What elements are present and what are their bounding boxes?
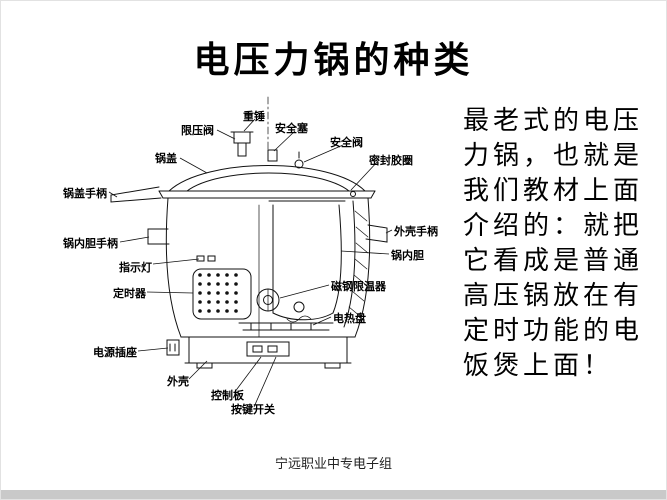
inner-pot-label: 锅内胆 [391, 250, 424, 262]
lid-label: 锅盖 [155, 153, 177, 165]
shell-handle-label: 外壳手柄 [394, 226, 438, 238]
lid-handle-label: 锅盖手柄 [63, 188, 107, 200]
magnetic-thermostat-label: 磁钢限温器 [331, 281, 386, 293]
control-board-label: 控制板 [211, 390, 244, 402]
inner-pot-handle-label: 锅内胆手柄 [63, 238, 118, 250]
heating-plate-label: 电热盘 [333, 313, 366, 325]
indicator-light-label: 指示灯 [119, 262, 152, 274]
safety-plug-label: 安全塞 [275, 123, 308, 135]
weight-hammer-label: 重锤 [243, 111, 265, 123]
safety-valve-label: 安全阀 [330, 137, 363, 149]
description-text: 最老式的电压 力锅，也就是 我们教材上面 介绍的：就把 它看成是普通 高压锅放在… [463, 106, 644, 381]
slide-footer: 宁远职业中专电子组 [274, 456, 392, 471]
sealing-ring-label: 密封胶圈 [369, 155, 413, 167]
slide-bottom-edge [1, 490, 666, 499]
slide-title: 电压力锅的种类 [193, 39, 474, 80]
pressure-limiting-valve-label: 限压阀 [181, 125, 214, 137]
outer-shell-label: 外壳 [167, 376, 189, 388]
leader-lines [108, 118, 393, 408]
timer-label: 定时器 [113, 288, 146, 300]
push-button-switch-label: 按键开关 [231, 404, 275, 416]
power-socket-label: 电源插座 [93, 347, 137, 359]
